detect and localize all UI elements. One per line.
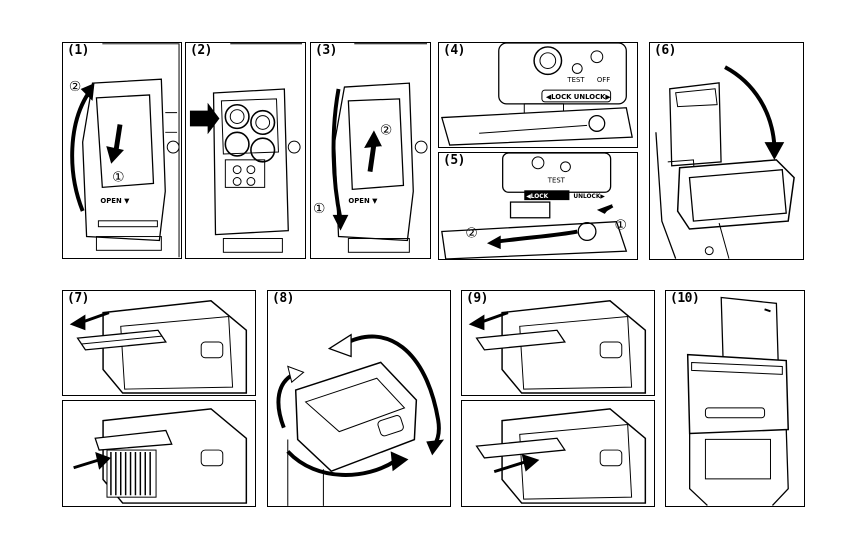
panel-step-5: (5) TEST ◀LOCK UNLOCK▶ ① ② xyxy=(438,152,638,260)
off-label: OFF xyxy=(597,76,610,84)
panel-step-3: (3) ② ① OPEN ▼ xyxy=(310,42,431,259)
panel-step-4: (4) TEST OFF ◀LOCK UNLOCK▶ xyxy=(438,42,638,148)
unlock-label: UNLOCK▶ xyxy=(573,194,605,200)
open-label: OPEN ▼ xyxy=(348,197,378,205)
step-number: (5) xyxy=(442,153,466,168)
circled-2-label: ② xyxy=(69,79,81,95)
lock-unlock-label: ◀LOCK UNLOCK▶ xyxy=(546,93,612,101)
circled-2-label: ② xyxy=(465,225,477,241)
illustration-tilt-flash-head xyxy=(650,43,803,259)
lock-label: ◀LOCK xyxy=(526,194,548,200)
step-number: (7) xyxy=(66,291,90,306)
open-label: OPEN ▼ xyxy=(100,197,130,205)
circled-1-label: ① xyxy=(112,169,124,185)
step-number: (1) xyxy=(66,43,90,58)
illustration-push-back-diffuser xyxy=(63,401,255,506)
step-number: (9) xyxy=(465,291,489,306)
step-number: (8) xyxy=(271,291,295,306)
circled-2-label: ② xyxy=(380,122,392,138)
step-number: (4) xyxy=(442,43,466,58)
panel-step-10: (10) xyxy=(665,290,805,507)
panel-step-8: (8) xyxy=(267,290,451,507)
step-number: (10) xyxy=(669,291,700,306)
panel-step-2: (2) xyxy=(185,42,306,259)
illustration-rotate-flash-head xyxy=(268,291,450,506)
illustration-mount-on-hotshoe: TEST OFF ◀LOCK UNLOCK▶ xyxy=(439,43,637,147)
panel-step-9: (9) xyxy=(461,290,655,396)
panel-step-1: (1) ① ② OPEN ▼ xyxy=(62,42,182,259)
test-label: TEST xyxy=(547,176,566,184)
illustration-close-battery-cover: ② ① OPEN ▼ xyxy=(311,43,430,258)
step-number: (3) xyxy=(314,43,338,58)
test-label: TEST xyxy=(566,76,585,84)
step-number: (6) xyxy=(653,43,677,58)
illustration-lock-flash: TEST ◀LOCK UNLOCK▶ ① ② xyxy=(439,153,637,259)
illustration-bounce-card-up xyxy=(666,291,804,506)
illustration-pull-out-reflector xyxy=(462,291,654,395)
illustration-push-reflector-back xyxy=(462,401,654,506)
illustration-insert-batteries xyxy=(186,43,305,258)
circled-1-label: ① xyxy=(615,218,627,234)
panel-step-9b xyxy=(461,400,655,507)
panel-step-6: (6) xyxy=(649,42,804,260)
illustration-open-battery-cover: ① ② OPEN ▼ xyxy=(63,43,181,258)
panel-step-7b xyxy=(62,400,256,507)
step-number: (2) xyxy=(189,43,213,58)
circled-1-label: ① xyxy=(313,201,325,217)
panel-step-7: (7) xyxy=(62,290,256,396)
illustration-pull-out-diffuser xyxy=(63,291,255,395)
